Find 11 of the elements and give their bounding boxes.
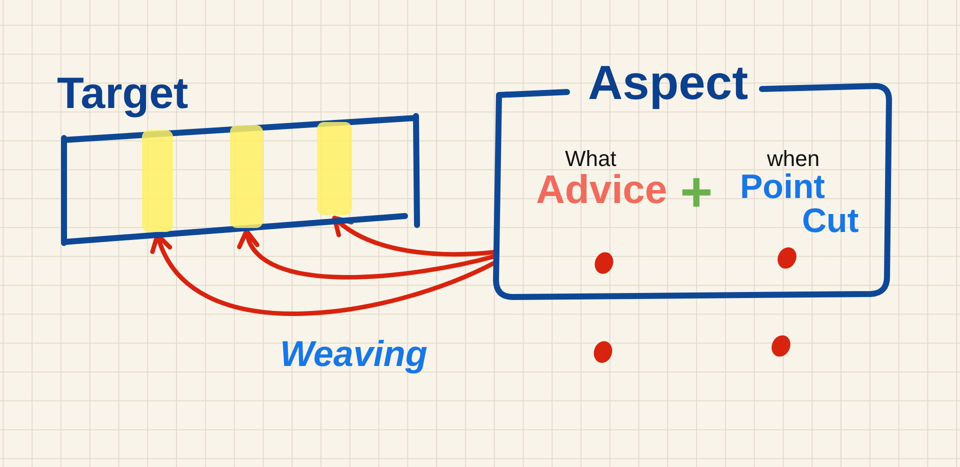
highlight-bar [230,125,263,228]
caption-text: What [565,148,616,170]
plus-sign: + [680,164,713,220]
term-text: Point Cut [740,170,860,238]
highlight-bar [317,122,352,215]
box-title: Target [57,72,188,116]
caption-text: when [767,148,820,170]
highlight-bar [142,130,173,232]
term-text: Advice [536,170,668,210]
box-title: Aspect [588,60,748,108]
process-label: Weaving [280,336,428,372]
